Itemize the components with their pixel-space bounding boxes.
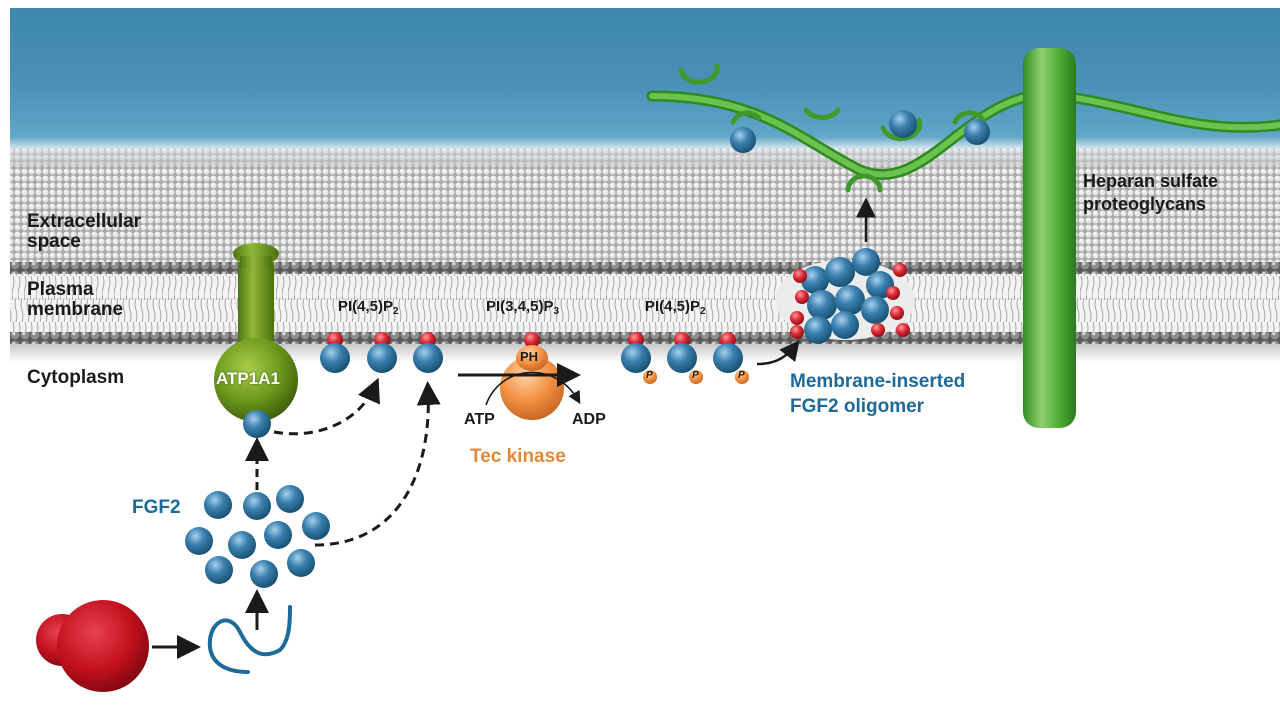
mrna-strand xyxy=(207,605,292,674)
atp-to-adp-arrow xyxy=(485,371,581,406)
oligomer-label-line2: FGF2 oligomer xyxy=(790,396,925,417)
atp1a1-label: ATP1A1 xyxy=(216,369,280,388)
pip2-fgf2-complexes-left xyxy=(320,332,443,373)
pip3-label: PI(3,4,5)P3 xyxy=(486,299,559,318)
plasma-membrane-label: Plasma membrane xyxy=(27,279,124,320)
membrane-upper-headgroups xyxy=(10,262,1280,274)
tec-kinase xyxy=(500,332,564,420)
fgf2-cytoplasmic-pool xyxy=(185,485,330,588)
pip2-right-sub: 2 xyxy=(700,306,706,317)
extracellular-space-background xyxy=(10,8,1280,148)
pip2-left-sub: 2 xyxy=(393,306,399,317)
dashed-arrow-pool-to-pip2 xyxy=(314,381,441,547)
atp-label: ATP xyxy=(464,411,495,428)
pip2-right-label: PI(4,5)P2 xyxy=(645,299,706,318)
fgf2-label: FGF2 xyxy=(132,497,181,518)
ph-domain-label: PH xyxy=(520,349,539,364)
pip2-right-base: PI(4,5)P xyxy=(645,298,701,315)
pip3-sub: 3 xyxy=(553,306,560,317)
fgf2-oligomer xyxy=(790,248,910,344)
extracellular-space-label: Extracellular space xyxy=(27,211,142,252)
pip3-base: PI(3,4,5)P xyxy=(486,298,554,315)
phospho-label-1: P xyxy=(646,370,653,381)
oligomerization-arrow xyxy=(756,340,800,366)
adp-label: ADP xyxy=(572,411,606,428)
phosphorylated-fgf2-complexes xyxy=(621,332,749,384)
fgf2-at-atp1a1 xyxy=(243,410,271,438)
fgf2-bound-to-hspg xyxy=(730,110,990,153)
hspg-label-line2: proteoglycans xyxy=(1083,194,1207,214)
membrane-lower-headgroups xyxy=(10,332,1280,344)
tec-kinase-label: Tec kinase xyxy=(470,446,566,467)
pip2-left-label: PI(4,5)P2 xyxy=(338,299,399,318)
hspg-binding-cups xyxy=(678,63,986,193)
hspg-core-protein xyxy=(1023,48,1076,428)
dashed-arrow-atp1a1-to-pip2 xyxy=(273,377,380,436)
atp1a1-protein xyxy=(214,243,298,422)
ribosome xyxy=(36,600,149,692)
hspg-label-line1: Heparan sulfate xyxy=(1083,171,1219,191)
oligomer-label-line1: Membrane-inserted xyxy=(790,371,966,392)
cytoplasm-label: Cytoplasm xyxy=(27,367,125,388)
phospho-label-2: P xyxy=(692,370,699,381)
pip2-left-base: PI(4,5)P xyxy=(338,298,394,315)
phospho-label-3: P xyxy=(738,370,745,381)
